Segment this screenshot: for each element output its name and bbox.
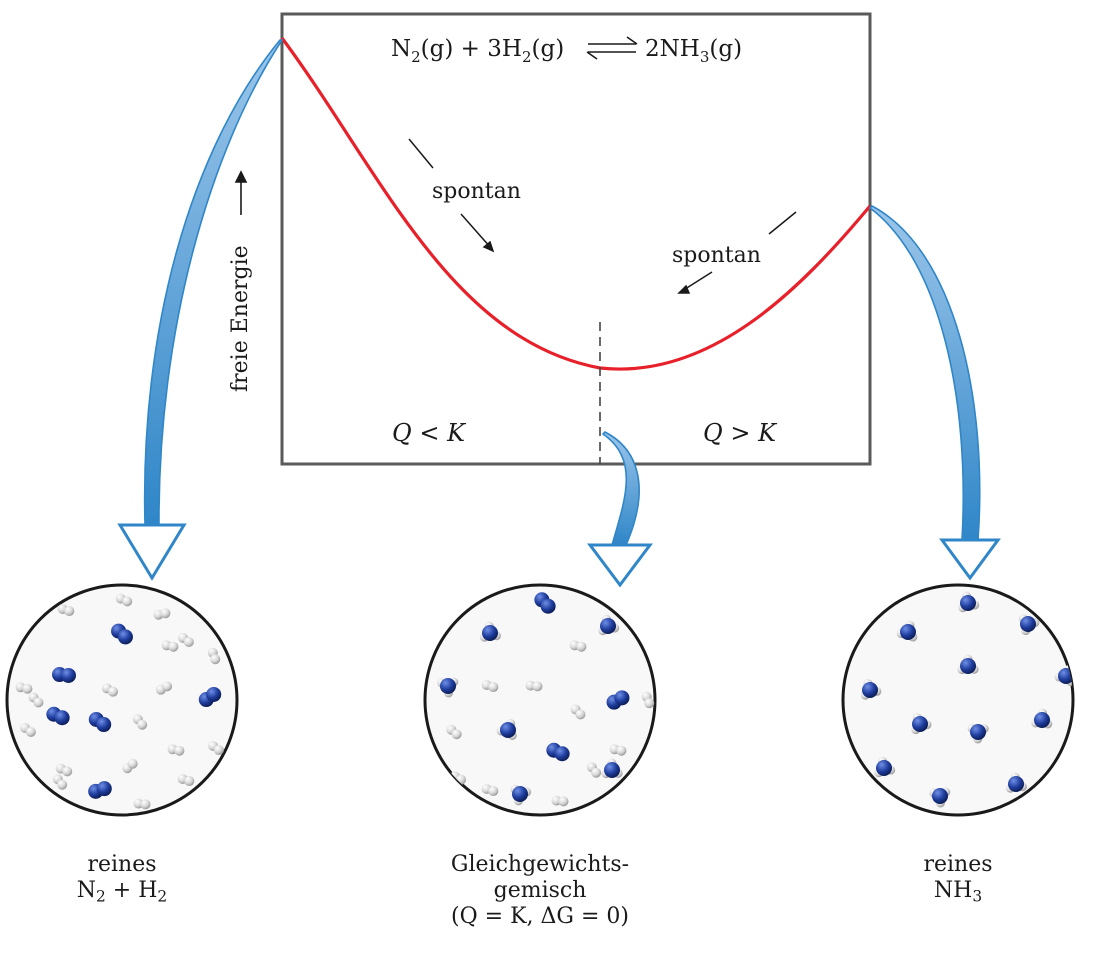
ammonia-molecule-icon xyxy=(912,716,928,732)
hydrogen-molecule-icon xyxy=(160,608,171,619)
caption-left: reines N2 + H2 xyxy=(76,852,168,906)
flow-arrow-right xyxy=(868,205,1001,581)
right-spontaneous-arrow-icon xyxy=(677,271,713,294)
hydrogen-molecule-icon xyxy=(137,719,148,730)
hydrogen-molecule-icon xyxy=(532,681,543,692)
ammonia-molecule-icon xyxy=(960,658,976,674)
hydrogen-molecule-icon xyxy=(456,774,467,785)
hydrogen-molecule-icon xyxy=(108,686,119,697)
ammonia-molecule-icon xyxy=(482,625,498,641)
ammonia-molecule-icon xyxy=(604,762,620,778)
ammonia-molecule-icon xyxy=(960,595,976,611)
hydrogen-molecule-icon xyxy=(591,767,602,778)
hydrogen-molecule-icon xyxy=(25,726,36,737)
ammonia-molecule-icon xyxy=(1008,776,1024,792)
hydrogen-molecule-icon xyxy=(122,596,133,607)
mixture-circle-right xyxy=(841,583,1075,817)
caption-right: reines NH3 xyxy=(923,852,993,906)
flow-arrow-left xyxy=(117,39,284,581)
hydrogen-molecule-icon xyxy=(183,636,194,647)
ammonia-molecule-icon xyxy=(600,618,616,634)
ammonia-molecule-icon xyxy=(512,786,528,802)
hydrogen-molecule-icon xyxy=(644,698,655,709)
hydrogen-molecule-icon xyxy=(174,745,185,756)
hydrogen-molecule-icon xyxy=(184,776,195,787)
nitrogen-molecule-icon xyxy=(206,686,222,702)
hydrogen-molecule-icon xyxy=(558,796,569,807)
ammonia-molecule-icon xyxy=(500,722,516,738)
region-left-label: Q < K xyxy=(392,419,467,447)
right-spontaneous-label: spontan xyxy=(672,243,761,268)
hydrogen-molecule-icon xyxy=(616,745,627,756)
left-arrow-tail xyxy=(408,138,434,169)
ammonia-molecule-icon xyxy=(900,624,916,640)
y-axis-label: freie Energie xyxy=(228,245,253,392)
hydrogen-molecule-icon xyxy=(213,744,224,755)
hydrogen-molecule-icon xyxy=(576,641,587,652)
equilibrium-arrows-icon xyxy=(586,36,638,60)
free-energy-curve xyxy=(280,37,872,371)
nitrogen-molecule-icon xyxy=(614,690,630,706)
hydrogen-molecule-icon xyxy=(575,709,586,720)
reaction-equation: N2(g) + 3H2(g) xyxy=(391,36,564,66)
hydrogen-molecule-icon xyxy=(488,786,499,797)
ammonia-molecule-icon xyxy=(440,678,456,694)
nitrogen-molecule-icon xyxy=(96,717,112,733)
nitrogen-molecule-icon xyxy=(60,667,76,683)
hydrogen-molecule-icon xyxy=(22,683,33,694)
hydrogen-molecule-icon xyxy=(488,682,499,693)
nitrogen-molecule-icon xyxy=(554,746,570,762)
ammonia-molecule-icon xyxy=(862,682,878,698)
hydrogen-molecule-icon xyxy=(162,681,173,692)
y-axis-arrow-icon xyxy=(234,170,248,215)
diagram-frame xyxy=(280,12,872,466)
hydrogen-molecule-icon xyxy=(64,606,75,617)
ammonia-molecule-icon xyxy=(1034,712,1050,728)
left-spontaneous-label: spontan xyxy=(432,179,521,204)
ammonia-molecule-icon xyxy=(876,760,892,776)
hydrogen-molecule-icon xyxy=(451,729,462,740)
hydrogen-molecule-icon xyxy=(33,697,44,708)
ammonia-molecule-icon xyxy=(970,724,986,740)
right-arrow-tail xyxy=(768,211,797,235)
ammonia-molecule-icon xyxy=(1020,616,1036,632)
mixture-circle-middle xyxy=(423,583,657,817)
region-right-label: Q > K xyxy=(703,419,778,447)
hydrogen-molecule-icon xyxy=(127,758,138,769)
reaction-product: 2NH3(g) xyxy=(645,36,742,66)
hydrogen-molecule-icon xyxy=(62,766,73,777)
left-spontaneous-arrow-icon xyxy=(460,213,495,253)
hydrogen-molecule-icon xyxy=(210,654,221,665)
nitrogen-molecule-icon xyxy=(540,598,556,614)
hydrogen-molecule-icon xyxy=(57,779,68,790)
caption-middle: Gleichgewichts- gemisch (Q = K, ΔG = 0) xyxy=(450,852,630,929)
mixture-circle-left xyxy=(5,583,239,817)
nitrogen-molecule-icon xyxy=(117,629,133,645)
hydrogen-molecule-icon xyxy=(168,641,179,652)
ammonia-molecule-icon xyxy=(932,788,948,804)
flow-arrow-middle xyxy=(587,431,653,588)
hydrogen-molecule-icon xyxy=(140,799,151,810)
nitrogen-molecule-icon xyxy=(96,781,112,797)
nitrogen-molecule-icon xyxy=(54,710,70,726)
